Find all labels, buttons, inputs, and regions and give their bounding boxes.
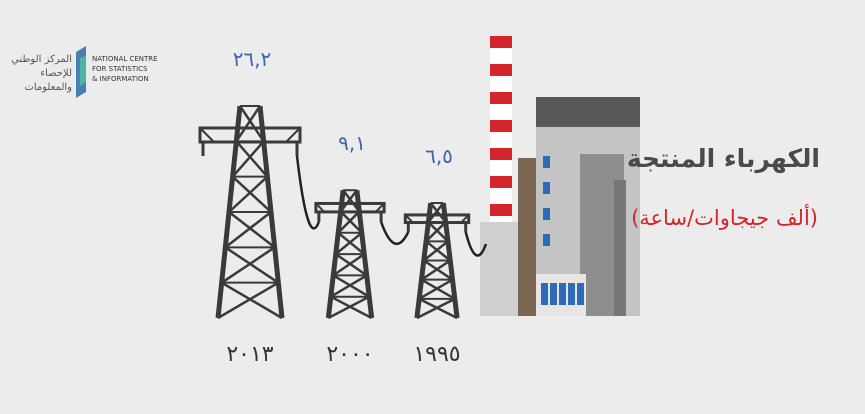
power-cables xyxy=(295,155,488,257)
logo-ar-line3: والمعلومات xyxy=(24,82,72,93)
year-label: ٢٠١٣ xyxy=(226,342,273,367)
tower-bar: ٦,٥ ١٩٩٥ xyxy=(403,144,471,367)
value-label: ٩,١ xyxy=(338,131,366,155)
value-label: ٢٦,٢ xyxy=(233,47,272,71)
tower-bar: ٩,١ ٢٠٠٠ xyxy=(314,131,386,367)
logo-mark-accent-icon xyxy=(80,56,86,86)
power-cable xyxy=(295,155,321,230)
chart-unit-label: (ألف جيجاوات/ساعة) xyxy=(631,204,818,230)
tower-bar: ٢٦,٢ ٢٠١٣ xyxy=(198,47,302,367)
logo-en-line1: NATIONAL CENTRE xyxy=(92,55,158,63)
logo-ar-line2: للإحصاء xyxy=(40,68,72,79)
power-cable xyxy=(379,221,410,245)
power-cable xyxy=(464,231,488,257)
plant-brown-wall xyxy=(518,158,540,316)
plant-roof xyxy=(536,97,640,127)
power-plant-illustration xyxy=(480,36,640,316)
logo-en-line3: & INFORMATION xyxy=(92,75,149,83)
logo-ar-line1: المركز الوطني xyxy=(11,54,72,65)
plant-windows-column xyxy=(543,156,550,246)
plant-windows-row xyxy=(541,283,584,305)
plant-right-shadow xyxy=(614,180,626,316)
year-label: ١٩٩٥ xyxy=(413,342,460,367)
chimney xyxy=(490,36,512,230)
towers-group: ٢٦,٢ ٢٠١٣ ٩,١ ٢٠٠٠ ٦,٥ ١٩٩٥ xyxy=(198,47,471,367)
logo-en-line2: FOR STATISTICS xyxy=(92,65,148,73)
value-label: ٦,٥ xyxy=(425,144,453,168)
ncsi-logo: المركز الوطني للإحصاء والمعلومات NATIONA… xyxy=(11,46,158,98)
year-label: ٢٠٠٠ xyxy=(326,342,373,367)
chart-title: الكهرباء المنتجة xyxy=(627,144,820,174)
